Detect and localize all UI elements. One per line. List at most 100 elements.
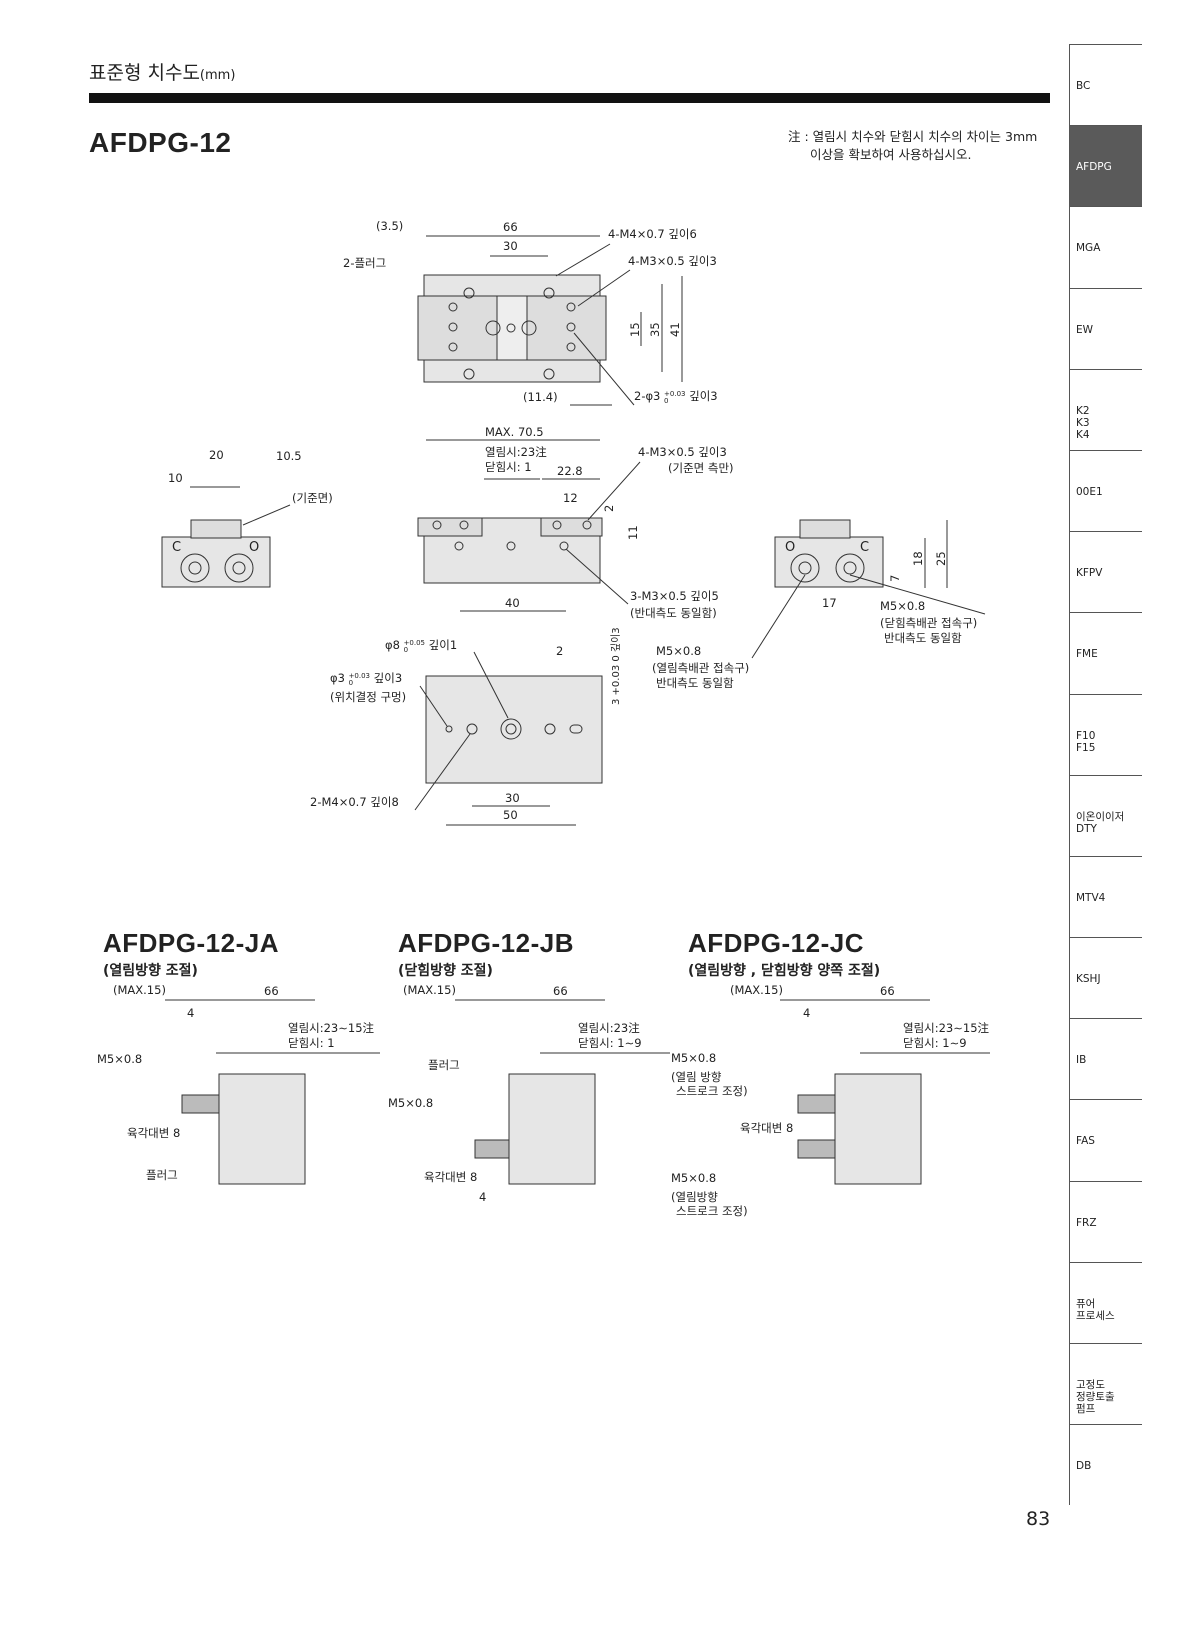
dim-40: 40 <box>505 596 520 610</box>
label-c-right: C <box>860 540 870 555</box>
sidebar-tab[interactable]: F10 F15 <box>1069 693 1142 775</box>
note-line-1: 注 : 열림시 치수와 닫힘시 치수의 차이는 3mm <box>788 129 1038 144</box>
heading-unit: (mm) <box>199 68 236 83</box>
label-positioning-hole: (위치결정 구멍) <box>330 690 407 704</box>
sidebar-tab[interactable]: 퓨어 프로세스 <box>1069 1261 1142 1343</box>
ja-hex: 육각대변 8 <box>127 1126 181 1140</box>
jc-d66: 66 <box>880 984 895 998</box>
sidebar-tab[interactable]: MTV4 <box>1069 855 1142 938</box>
dim-66: 66 <box>503 220 518 234</box>
phi3b-tol-lower: 0 <box>348 679 354 687</box>
page-heading: 표준형 치수도(mm) <box>89 64 235 83</box>
label-o-right: O <box>785 540 796 555</box>
dim-max-70-5: MAX. 70.5 <box>485 425 544 439</box>
dim-22-8: 22.8 <box>557 464 583 478</box>
dim-50: 50 <box>503 808 518 822</box>
jb-drawing <box>455 999 670 1185</box>
jc-close: 닫힘시: 1∼9 <box>903 1036 967 1050</box>
sidebar-tab[interactable]: FAS <box>1069 1099 1142 1181</box>
heading-title: 표준형 치수도 <box>89 62 200 84</box>
dim-25: 25 <box>934 551 948 566</box>
jc-m5a-note2: 스트로크 조정) <box>676 1084 748 1098</box>
sidebar-tab[interactable]: IB <box>1069 1018 1142 1100</box>
sidebar-tab[interactable]: 고정도 정량토출 펌프 <box>1069 1343 1142 1425</box>
ja-close: 닫힘시: 1 <box>288 1036 335 1050</box>
label-m3b-note: (반대측도 동일함) <box>630 606 717 620</box>
ja-d4: 4 <box>187 1006 195 1020</box>
phi8-tol-upper: +0.05 <box>403 639 426 647</box>
ja-max: (MAX.15) <box>113 983 166 997</box>
label-c: C <box>172 540 182 555</box>
jc-m5b-note1: (열림방향 <box>671 1190 718 1204</box>
sidebar-tab[interactable]: KFPV <box>1069 531 1142 613</box>
jc-m5a: M5×0.8 <box>671 1051 717 1065</box>
sidebar-tab[interactable]: 00E1 <box>1069 449 1142 532</box>
model-title: AFDPG-12 <box>89 127 232 158</box>
ja-open: 열림시:23∼15注 <box>288 1021 375 1035</box>
dim-35: 35 <box>648 322 662 337</box>
label-o: O <box>249 540 260 555</box>
sidebar-tab[interactable]: DB <box>1069 1424 1142 1506</box>
label-close-port-note2: 반대측도 동일함 <box>884 631 962 645</box>
sidebar-tab[interactable]: K2 K3 K4 <box>1069 368 1142 450</box>
sidebar-tab[interactable]: FME <box>1069 612 1142 694</box>
phi3b-depth: 깊이3 <box>373 671 403 685</box>
label-m4-bottom: 2-M4×0.7 깊이8 <box>310 795 399 809</box>
phi3b-text: φ3 <box>330 671 345 685</box>
jc-m5b: M5×0.8 <box>671 1171 717 1185</box>
tol-upper: +0.03 <box>664 390 686 398</box>
phi3b-tol-upper: +0.03 <box>348 672 371 680</box>
ja-drawing <box>165 999 380 1185</box>
jb-subtitle: (닫힘방향 조절) <box>398 963 493 979</box>
dim-2-bottom: 2 <box>556 644 564 658</box>
label-front-m3: 4-M3×0.5 깊이3 <box>638 445 727 459</box>
ja-d66: 66 <box>264 984 279 998</box>
depth-text: 깊이3 <box>689 389 718 403</box>
bottom-view-drawing <box>414 651 603 826</box>
sidebar-tab[interactable]: AFDPG <box>1069 125 1142 207</box>
jb-m5: M5×0.8 <box>388 1096 434 1110</box>
label-open: 열림시:23注 <box>485 445 547 459</box>
jc-m5a-note1: (열림 방향 <box>671 1070 722 1084</box>
sidebar-tab[interactable]: KSHJ <box>1069 937 1142 1019</box>
dim-slot: 3 +0.03 0 깊이3 <box>611 627 622 705</box>
sidebar-tab[interactable]: BC <box>1069 44 1142 126</box>
tol-lower: 0 <box>664 397 669 405</box>
ja-title: AFDPG-12-JA <box>103 928 279 958</box>
label-open-port-note: (열림측배관 접속구) <box>652 661 750 675</box>
label-open-port-note2: 반대측도 동일함 <box>656 676 734 690</box>
label-m3b: 3-M3×0.5 깊이5 <box>630 589 719 603</box>
front-view-drawing <box>417 439 641 612</box>
jb-plug: 플러그 <box>428 1058 460 1072</box>
dim-2: 2 <box>602 504 616 512</box>
jb-open: 열림시:23注 <box>578 1021 640 1035</box>
label-reference-face: (기준면) <box>292 491 333 505</box>
dim-20: 20 <box>209 448 224 462</box>
label-open-port: M5×0.8 <box>656 644 702 658</box>
jc-drawing <box>780 999 990 1185</box>
phi8-text: φ8 <box>385 638 400 652</box>
jb-hex: 육각대변 8 <box>424 1170 478 1184</box>
sidebar-tab[interactable]: FRZ <box>1069 1180 1142 1262</box>
jb-d4: 4 <box>479 1190 487 1204</box>
jc-open: 열림시:23∼15注 <box>903 1021 990 1035</box>
phi8-tol-lower: 0 <box>403 646 409 654</box>
page-number: 83 <box>1026 1508 1051 1530</box>
phi3-text: 2-φ3 <box>634 389 661 403</box>
sidebar-tab[interactable]: EW <box>1069 287 1142 369</box>
dim-11-4: (11.4) <box>523 390 558 404</box>
jc-d4: 4 <box>803 1006 811 1020</box>
jb-close: 닫힘시: 1∼9 <box>578 1036 642 1050</box>
dim-11: 11 <box>626 525 640 540</box>
label-close-port: M5×0.8 <box>880 599 926 613</box>
dim-15: 15 <box>628 322 642 337</box>
sidebar-tab[interactable]: 이온이이저 DTY <box>1069 774 1142 856</box>
top-view-drawing <box>417 235 683 406</box>
sidebar-tab[interactable]: MGA <box>1069 206 1142 288</box>
